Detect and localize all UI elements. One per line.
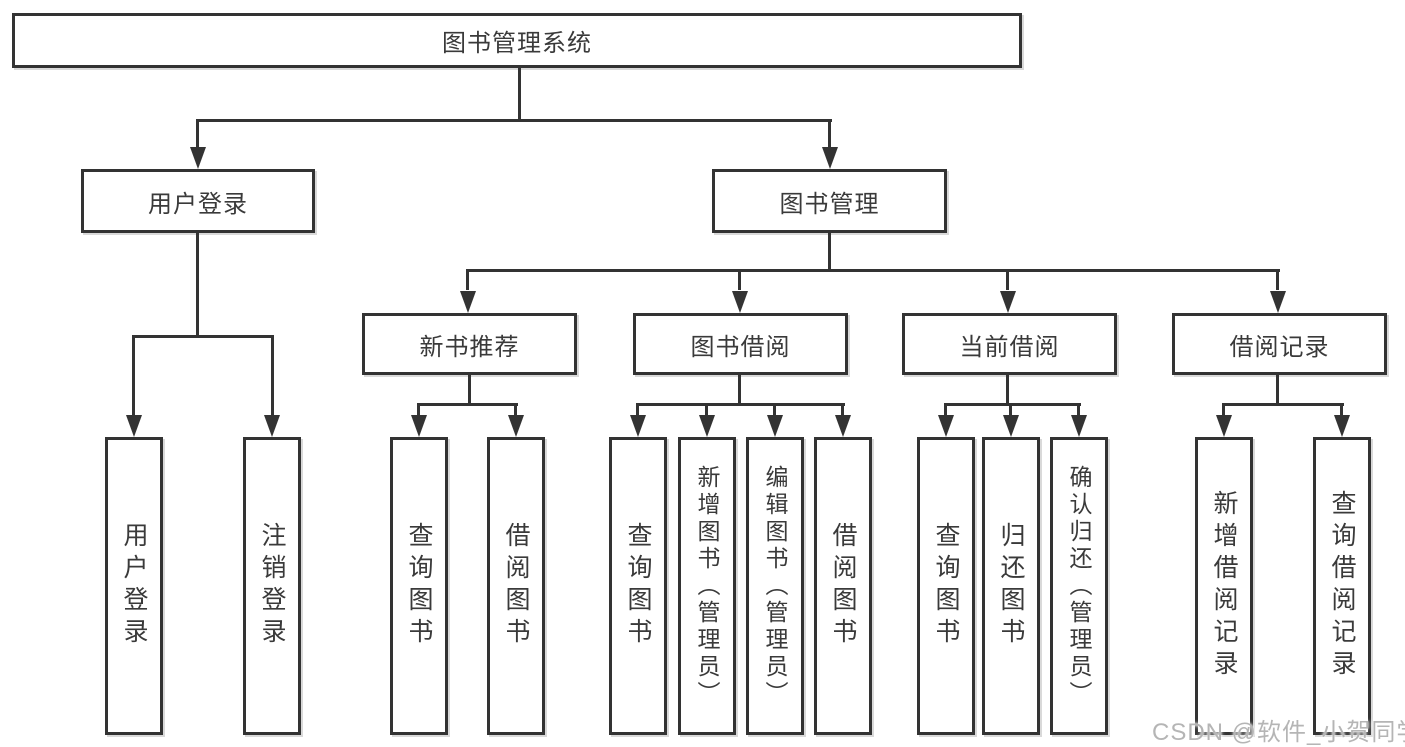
connector-borrow-records-stem xyxy=(1276,269,1279,290)
node-leaf-br-add: 新增借阅记录 xyxy=(1195,437,1253,735)
node-book-mgmt: 图书管理 xyxy=(712,169,947,233)
connector-borrow-records-stub xyxy=(1276,375,1279,406)
connector-bb-query-stem xyxy=(636,403,639,415)
node-new-books: 新书推荐 xyxy=(362,313,577,375)
connector-nb-query-stem xyxy=(417,403,420,415)
connector-root-stub xyxy=(518,68,521,121)
node-leaf-cb-confirm: 确认归还（管理员） xyxy=(1050,437,1108,735)
arrow-to-nb-query xyxy=(411,415,427,437)
connector-book-borrow-rail xyxy=(636,403,845,406)
connector-new-books-stub xyxy=(468,375,471,406)
node-current-borrow: 当前借阅 xyxy=(902,313,1117,375)
node-leaf-cb-query: 查询图书 xyxy=(917,437,975,735)
node-leaf-nb-borrow: 借阅图书 xyxy=(487,437,545,735)
arrow-to-logout xyxy=(264,415,280,437)
arrow-to-cb-return xyxy=(1003,415,1019,437)
connector-current-borrow-stub xyxy=(1006,375,1009,406)
connector-login-rail xyxy=(132,335,274,338)
node-leaf-bb-query: 查询图书 xyxy=(609,437,667,735)
arrow-to-new-books xyxy=(460,291,476,313)
connector-bb-borrow-stem xyxy=(841,403,844,415)
node-leaf-logout: 注销登录 xyxy=(243,437,301,735)
node-leaf-cb-return: 归还图书 xyxy=(982,437,1040,735)
connector-borrow-records-rail xyxy=(1222,403,1344,406)
connector-new-books-rail xyxy=(417,403,518,406)
connector-br-query-stem xyxy=(1340,403,1343,415)
node-leaf-bb-add: 新增图书（管理员） xyxy=(678,437,736,735)
connector-book-mgmt-stem xyxy=(828,119,831,147)
arrow-to-cb-query xyxy=(938,415,954,437)
arrow-to-bb-query xyxy=(630,415,646,437)
connector-l3-rail xyxy=(466,269,1280,272)
connector-book-mgmt-stub xyxy=(828,233,831,271)
arrow-to-br-add xyxy=(1216,415,1232,437)
connector-current-borrow-rail xyxy=(944,403,1081,406)
connector-login-stem xyxy=(132,335,135,415)
node-leaf-bb-borrow: 借阅图书 xyxy=(814,437,872,735)
arrow-to-bb-edit xyxy=(767,415,783,437)
node-library-system: 图书管理系统 xyxy=(12,13,1022,68)
connector-user-login-stem xyxy=(196,119,199,147)
node-leaf-br-query: 查询借阅记录 xyxy=(1313,437,1371,735)
node-book-borrow: 图书借阅 xyxy=(633,313,848,375)
connector-bb-edit-stem xyxy=(773,403,776,415)
arrow-to-nb-borrow xyxy=(508,415,524,437)
connector-book-borrow-stem xyxy=(738,269,741,290)
node-leaf-nb-query: 查询图书 xyxy=(390,437,448,735)
csdn-watermark: CSDN @软件_小贺同学 xyxy=(1152,719,1405,746)
connector-br-add-stem xyxy=(1222,403,1225,415)
connector-l2-rail xyxy=(196,119,832,122)
arrow-to-bb-add xyxy=(699,415,715,437)
arrow-to-book-mgmt xyxy=(822,147,838,169)
arrow-to-br-query xyxy=(1334,415,1350,437)
arrow-to-borrow-records xyxy=(1270,291,1286,313)
node-borrow-records: 借阅记录 xyxy=(1172,313,1387,375)
node-leaf-bb-edit: 编辑图书（管理员） xyxy=(746,437,804,735)
arrow-to-book-borrow xyxy=(732,291,748,313)
arrow-to-user-login xyxy=(190,147,206,169)
connector-nb-borrow-stem xyxy=(514,403,517,415)
node-leaf-login: 用户登录 xyxy=(105,437,163,735)
arrow-to-current-borrow xyxy=(1000,291,1016,313)
connector-cb-query-stem xyxy=(944,403,947,415)
connector-new-books-stem xyxy=(466,269,469,290)
arrow-to-bb-borrow xyxy=(835,415,851,437)
arrow-to-cb-confirm xyxy=(1071,415,1087,437)
connector-user-login-substub xyxy=(196,233,199,337)
connector-cb-confirm-stem xyxy=(1077,403,1080,415)
arrow-to-login xyxy=(126,415,142,437)
connector-bb-add-stem xyxy=(705,403,708,415)
connector-cb-return-stem xyxy=(1009,403,1012,415)
node-user-login: 用户登录 xyxy=(81,169,315,233)
connector-logout-stem xyxy=(271,335,274,415)
connector-current-borrow-stem xyxy=(1006,269,1009,290)
connector-book-borrow-stub xyxy=(738,375,741,406)
